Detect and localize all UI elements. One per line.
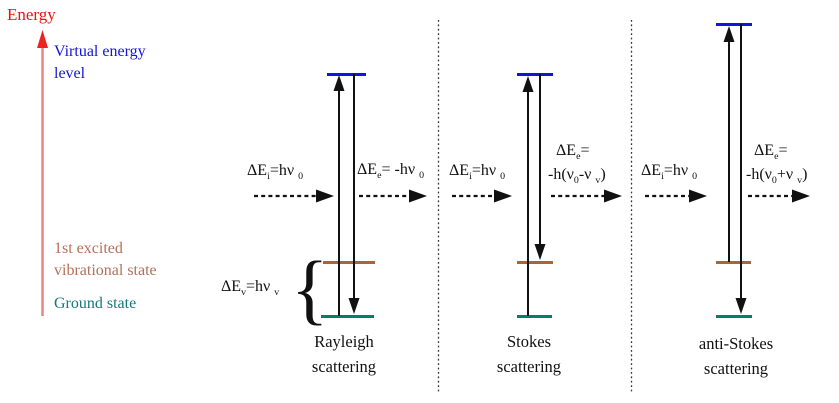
excited-label-line2: vibrational state (54, 262, 157, 279)
down-transition-arrow-rayleigh (348, 74, 360, 314)
caption-line2: scattering (311, 357, 377, 376)
down-transition-arrow-stokes (534, 74, 546, 260)
arrow-right-head-icon (409, 189, 427, 203)
virtual-label-line1: Virtual energy (54, 43, 146, 60)
anti-stokes-panel-graphics (645, 23, 810, 318)
rayleigh-panel-graphics (254, 73, 427, 318)
emitted-energy-formula-rayleigh: ΔEe= -hν 0 (357, 161, 425, 182)
emitted-photon-dashed-arrow-stokes (551, 189, 622, 203)
caption-line1: Stokes (506, 332, 551, 351)
incident-energy-formula-anti-stokes: ΔEi=hν 0 (641, 162, 698, 183)
emitted-formula-line2: -h(ν0-ν v) (548, 166, 606, 187)
incident-energy-formula-rayleigh: ΔEi=hν 0 (247, 162, 304, 183)
arrow-right-head-icon (604, 189, 622, 203)
caption-line2: scattering (703, 359, 769, 378)
incident-photon-dashed-arrow-rayleigh (254, 189, 334, 203)
arrow-right-head-icon (494, 189, 512, 203)
excited-label-line1: 1st excited (54, 240, 123, 257)
stokes-panel-graphics (452, 73, 622, 318)
arrow-up-head-icon (522, 76, 534, 92)
emitted-formula-line1: ΔEe= (556, 142, 590, 163)
first-excited-state-label: 1st excited vibrational state (54, 238, 157, 282)
stokes-caption: Stokes scattering (469, 329, 589, 379)
up-transition-arrow-rayleigh (333, 75, 345, 316)
emitted-formula-line1: ΔEe= (754, 142, 788, 163)
virtual-label-line2: level (54, 65, 86, 82)
arrow-up-head-icon (723, 26, 735, 42)
up-transition-arrow-stokes (522, 76, 534, 316)
anti-stokes-caption: anti-Stokes scattering (663, 331, 809, 381)
arrow-up-head-icon (333, 75, 345, 91)
arrow-right-head-icon (316, 189, 334, 203)
emitted-formula-line2: -h(ν0+ν v) (746, 166, 808, 187)
caption-line2: scattering (496, 357, 562, 376)
arrow-right-head-icon (689, 189, 707, 203)
emitted-photon-dashed-arrow-rayleigh (359, 189, 427, 203)
caption-line1: Rayleigh (314, 332, 374, 351)
energy-axis-label: Energy (7, 5, 56, 24)
caption-line1: anti-Stokes (698, 334, 774, 353)
incident-photon-dashed-arrow-anti-stokes (645, 189, 707, 203)
virtual-energy-level-label: Virtual energy level (54, 41, 146, 85)
arrow-down-head-icon (534, 244, 546, 260)
emitted-photon-dashed-arrow-anti-stokes (748, 189, 810, 203)
down-transition-arrow-anti-stokes (735, 24, 747, 314)
rayleigh-caption: Rayleigh scattering (284, 329, 404, 379)
ground-state-label: Ground state (54, 295, 137, 312)
curly-brace-icon: { (291, 245, 329, 332)
vibrational-energy-formula: ΔEv=hν v (221, 278, 280, 299)
up-transition-arrow-anti-stokes (723, 26, 735, 262)
energy-axis-arrowhead-icon (37, 30, 48, 48)
emitted-energy-formula-stokes: ΔEe= -h(ν0-ν v) (548, 139, 606, 187)
emitted-energy-formula-anti-stokes: ΔEe= -h(ν0+ν v) (746, 139, 807, 187)
energy-axis-arrow (37, 30, 48, 316)
incident-photon-dashed-arrow-stokes (452, 189, 512, 203)
arrow-down-head-icon (348, 298, 360, 314)
incident-energy-formula-stokes: ΔEi=hν 0 (449, 162, 506, 183)
arrow-right-head-icon (792, 189, 810, 203)
arrow-down-head-icon (735, 298, 747, 314)
